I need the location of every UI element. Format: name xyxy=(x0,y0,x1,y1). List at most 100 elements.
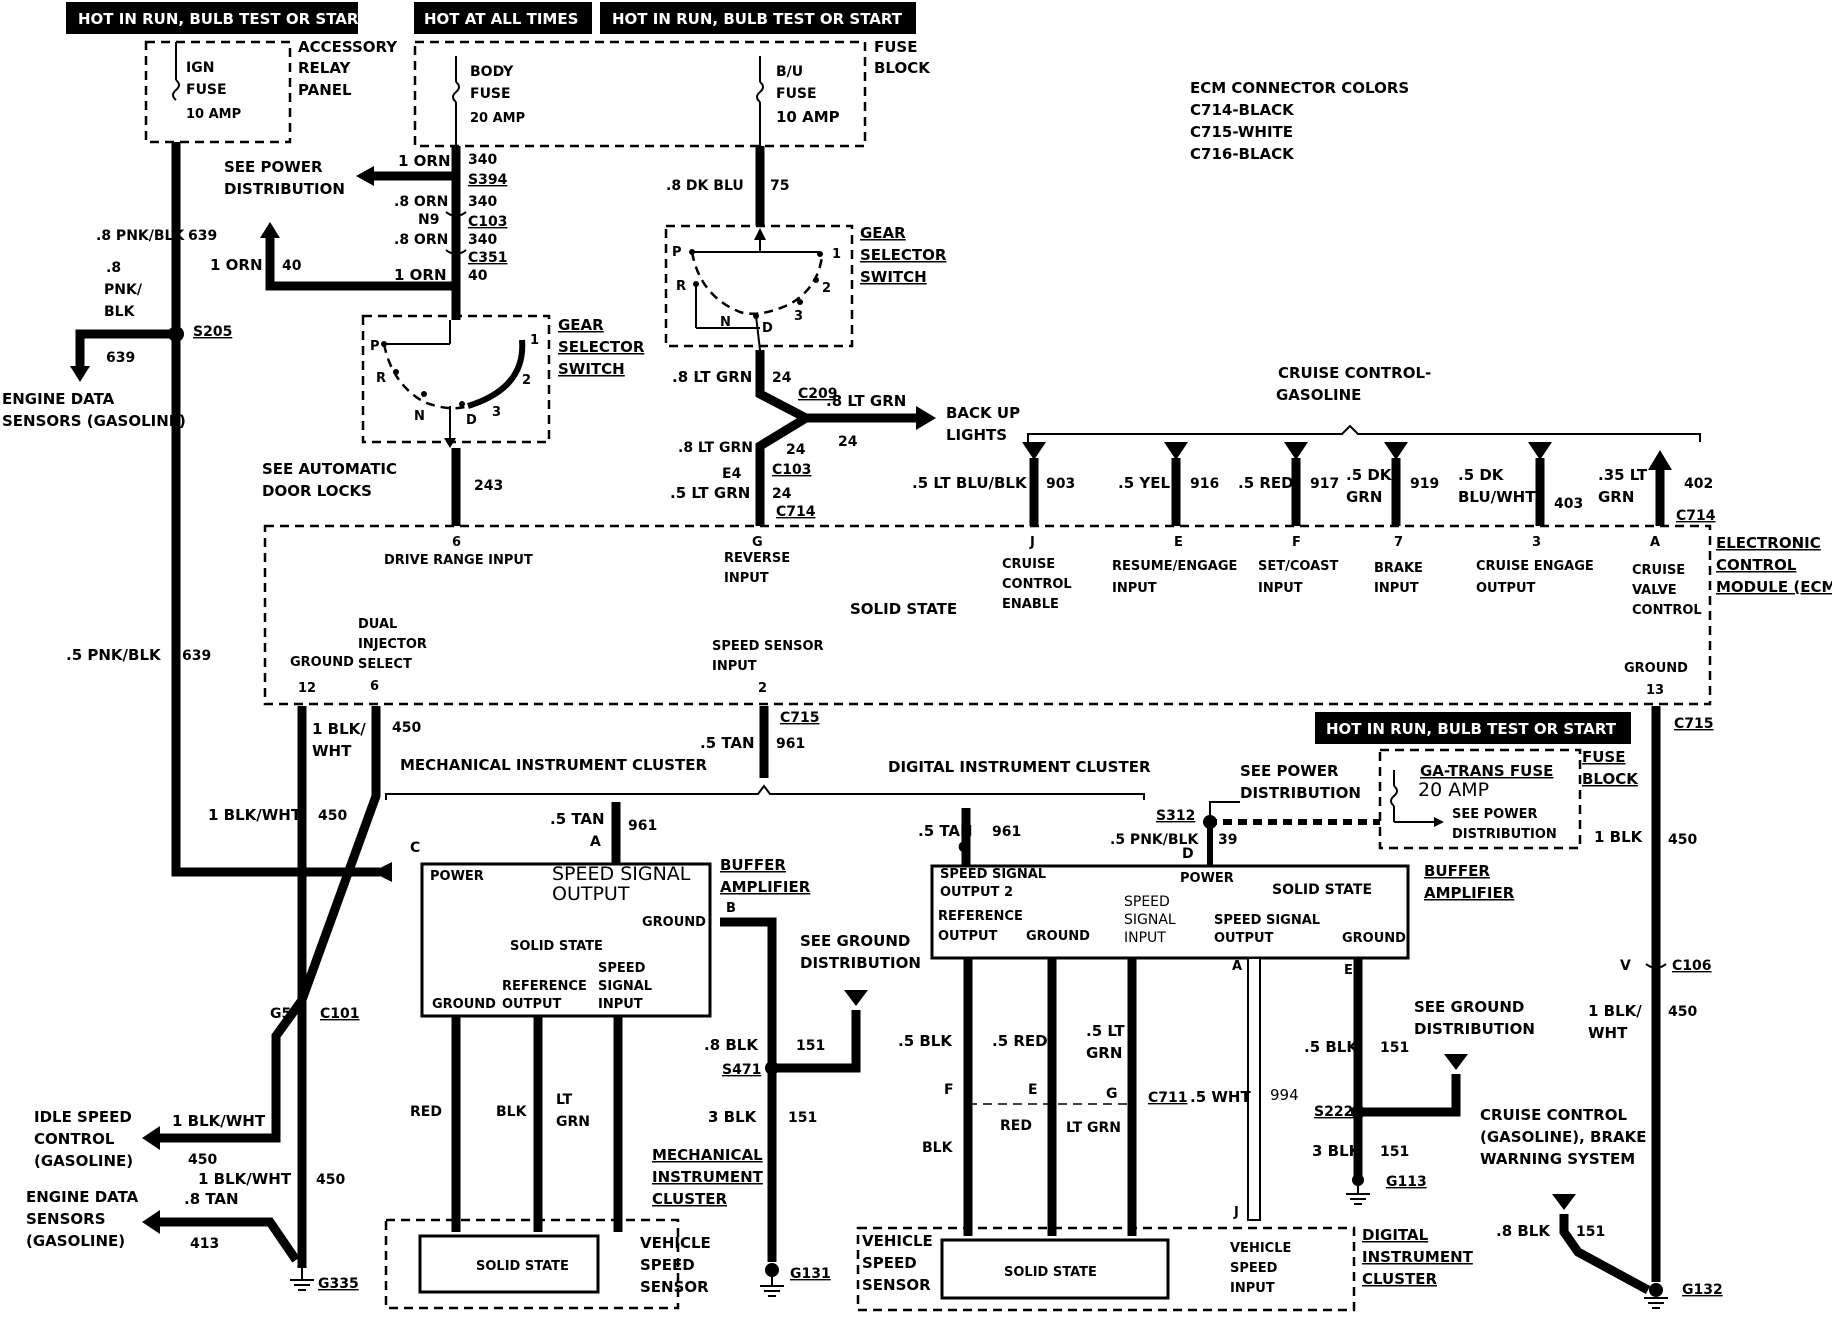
relay-label: RELAY xyxy=(298,59,352,77)
arrow-down-icon xyxy=(70,366,90,382)
gear-position: D xyxy=(762,321,773,336)
circuit-number: 413 xyxy=(190,1236,219,1252)
wire-label: .8 ORN xyxy=(394,194,448,210)
fuse-word: FUSE xyxy=(776,86,817,102)
ground-g335-icon xyxy=(290,1268,314,1291)
wire-label: .8 DK BLU xyxy=(666,178,744,194)
power-label: POWER xyxy=(430,869,484,884)
fuse-rating: 10 AMP xyxy=(186,107,241,122)
cruise-wire-label: .5 DK xyxy=(1346,466,1393,484)
wire-label: BLK xyxy=(496,1104,528,1120)
circuit-number: 340 xyxy=(468,152,497,168)
wire-label: 1 ORN xyxy=(394,266,447,284)
panel-label: PANEL xyxy=(298,81,352,99)
vss-label: SENSOR xyxy=(862,1276,931,1294)
output-label: OUTPUT xyxy=(938,929,998,944)
circuit-number: 340 xyxy=(468,232,497,248)
arrow-left-icon xyxy=(356,166,374,186)
circuit-number: 639 xyxy=(182,648,211,664)
ecm-solid-state: SOLID STATE xyxy=(850,600,957,618)
ecm-color-c714: C714-BLACK xyxy=(1190,101,1295,119)
svg-text:20 AMP: 20 AMP xyxy=(470,111,525,126)
svg-text:FUSE: FUSE xyxy=(874,38,917,56)
speed-out2-label: SPEED SIGNAL xyxy=(940,867,1046,882)
idle-speed-label: IDLE SPEED xyxy=(34,1108,132,1126)
circuit-number: 961 xyxy=(776,736,805,752)
signal-label: SIGNAL xyxy=(1124,912,1176,928)
wire-label: RED xyxy=(410,1104,442,1120)
pin-number: G xyxy=(752,535,763,550)
gear-position: 3 xyxy=(492,405,501,420)
pin-number: 13 xyxy=(1646,683,1664,698)
pin-number: F xyxy=(1292,535,1301,550)
mech-vss-box xyxy=(418,1234,600,1294)
circuit-number: 961 xyxy=(628,818,657,834)
cruise-title: GASOLINE xyxy=(1276,386,1361,404)
speed-out2-label: OUTPUT 2 xyxy=(940,885,1013,900)
arrow-right-icon xyxy=(916,406,936,430)
circuit-number: 340 xyxy=(468,194,497,210)
cruise-wire-label: .35 LT xyxy=(1598,466,1648,484)
reference-output-label: OUTPUT xyxy=(502,997,562,1012)
pin-name: INPUT xyxy=(712,659,757,674)
cruise-wire-label: .5 YEL xyxy=(1118,474,1170,492)
cruise-brake-label: (GASOLINE), BRAKE xyxy=(1480,1128,1647,1146)
ga-trans-fuse-box xyxy=(1378,748,1582,850)
cluster-bracket xyxy=(385,784,1145,800)
cruise-wire-label: .5 RED xyxy=(1238,474,1294,492)
wire-label: .8 LT GRN xyxy=(672,368,752,386)
ecm-pin-dual-injector: DUAL INJECTOR SELECT 6 xyxy=(358,617,427,694)
vss-input-label: VEHICLE xyxy=(1230,1241,1291,1256)
pin-number: E xyxy=(1174,535,1183,550)
pin-label: E xyxy=(1344,963,1353,978)
ground-label: GROUND xyxy=(432,997,496,1012)
ground-label: GROUND xyxy=(642,915,706,930)
ecm-label: CONTROL xyxy=(1716,556,1797,574)
wire-label: LT xyxy=(556,1092,573,1108)
pin-number: A xyxy=(1650,535,1660,550)
splice-label: S205 xyxy=(193,324,232,340)
gear-position: 1 xyxy=(832,247,841,262)
pin-name: GROUND xyxy=(290,655,354,670)
circuit-number: 75 xyxy=(770,178,789,194)
ecm-pin-ground-12: GROUND 12 xyxy=(290,655,354,696)
connector-label: C715 xyxy=(780,710,820,726)
pin-number: 2 xyxy=(758,681,767,696)
pin-number: 7 xyxy=(1394,535,1403,550)
ground-g113-icon xyxy=(1346,1174,1370,1205)
pin-name: CRUISE xyxy=(1632,563,1685,578)
arrow-up-icon xyxy=(260,222,280,238)
fuse-rating: 10 AMP xyxy=(776,108,840,126)
pin-name: DUAL xyxy=(358,617,397,632)
pin-label: A xyxy=(590,834,601,850)
gear-label: SELECTOR xyxy=(860,246,947,264)
wire-151-brake xyxy=(1559,1214,1651,1294)
wire-label: 3 BLK xyxy=(1312,1142,1362,1160)
cruise-circuit-number: 903 xyxy=(1046,476,1075,492)
back-up-label: BACK UP xyxy=(946,404,1020,422)
wire-label: 1 BLK xyxy=(1594,828,1644,846)
ground-g131-icon xyxy=(760,1263,784,1297)
header-text: HOT IN RUN, BULB TEST OR START xyxy=(78,10,369,28)
fuse-name: IGN xyxy=(186,60,214,76)
wire-label: .5 TAN xyxy=(918,822,973,840)
arrow-up-icon xyxy=(1648,450,1672,470)
wire-label: .5 BLK xyxy=(898,1032,953,1050)
wire-label: .5 BLK xyxy=(1304,1038,1359,1056)
gear-selector-left: P R N D 1 2 3 xyxy=(370,320,539,448)
gear-position: 2 xyxy=(822,281,831,296)
pin-name: GROUND xyxy=(1624,661,1688,676)
pin-name: RESUME/ENGAGE xyxy=(1112,559,1237,574)
see-power-label: SEE POWER xyxy=(1452,807,1537,822)
connector-label: C714 xyxy=(1676,508,1716,524)
engine-data-label: ENGINE DATA xyxy=(26,1188,139,1206)
header-text: HOT AT ALL TIMES xyxy=(424,10,578,28)
gear-label: SWITCH xyxy=(558,360,625,378)
mech-cluster-label: MECHANICAL INSTRUMENT CLUSTER xyxy=(400,756,707,774)
ecm-pin-resume: E RESUME/ENGAGE INPUT xyxy=(1112,535,1237,596)
splice-label: S471 xyxy=(722,1062,761,1078)
pin-label: C xyxy=(958,840,968,856)
gear-label: SELECTOR xyxy=(558,338,645,356)
wire-see-ground xyxy=(772,1010,861,1073)
